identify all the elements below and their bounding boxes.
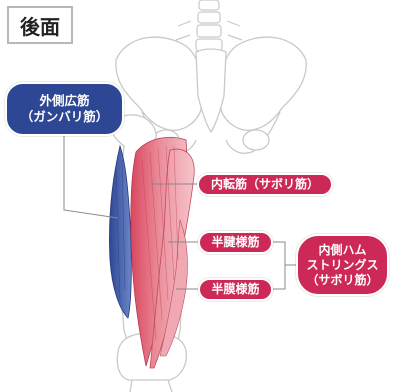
medial-hamstrings-line2: ストリングス: [306, 258, 378, 273]
semimembranosus-label: 半膜様筋: [198, 278, 273, 301]
view-label-posterior: 後面: [7, 6, 73, 44]
vastus-lateralis-name: 外側広筋: [21, 93, 109, 109]
adductor-label: 内転筋（サボリ筋）: [197, 173, 333, 196]
muscles: [109, 137, 194, 368]
medial-hamstrings-label: 内側ハム ストリングス （サボリ筋）: [296, 234, 389, 296]
medial-hamstrings-line3: （サボリ筋）: [306, 273, 378, 288]
semitendinosus-label: 半腱様筋: [198, 231, 273, 254]
spine: [176, 0, 242, 51]
medial-hamstrings-line1: 内側ハム: [306, 243, 378, 258]
vastus-lateralis-nickname: （ガンバリ筋）: [21, 109, 109, 125]
vastus-lateralis-label: 外側広筋 （ガンバリ筋）: [5, 82, 124, 136]
